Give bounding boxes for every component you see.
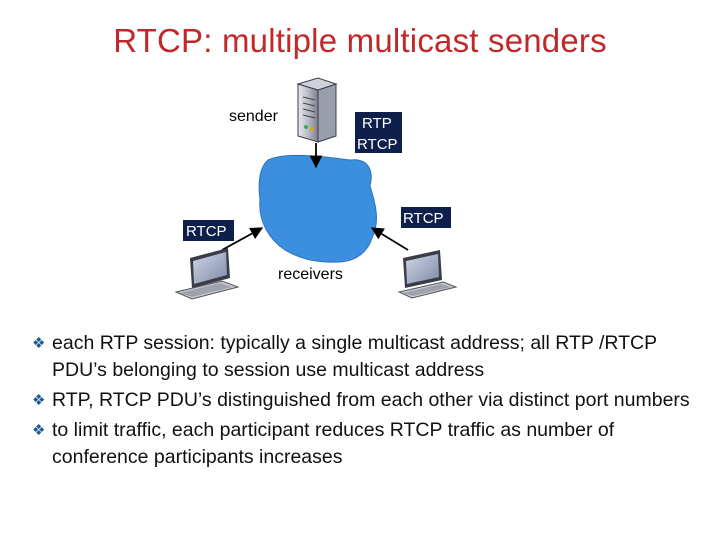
server-icon: [296, 77, 338, 143]
desktop-computer-icon: [397, 250, 458, 299]
right-receiver-arrow: [370, 227, 409, 251]
bullet-list: ❖ each RTP session: typically a single m…: [32, 330, 702, 474]
sender-label: sender: [229, 108, 279, 125]
receivers-label: receivers: [278, 266, 343, 283]
bullet-marker-icon: ❖: [32, 392, 46, 409]
rtp-label: RTP: [362, 115, 392, 132]
bullet-item: ❖ to limit traffic, each participant red…: [32, 417, 702, 471]
rtcp-label-left: RTCP: [186, 223, 227, 240]
bullet-item: ❖ RTP, RTCP PDU’s distinguished from eac…: [32, 387, 702, 414]
bullet-text: RTP, RTCP PDU’s distinguished from each …: [52, 389, 690, 411]
rtp-rtcp-label-box: RTP RTCP: [355, 112, 402, 153]
bullet-marker-icon: ❖: [32, 422, 46, 439]
rtcp-left-label-box: RTCP: [183, 220, 234, 241]
rtcp-right-label-box: RTCP: [401, 207, 451, 228]
rtcp-label-sender: RTCP: [357, 136, 398, 153]
bullet-text: each RTP session: typically a single mul…: [52, 332, 657, 381]
left-receiver-arrow: [221, 227, 264, 251]
bullet-item: ❖ each RTP session: typically a single m…: [32, 330, 702, 384]
multicast-diagram: sender RTP RTCP RTCP RTCP receivers: [174, 77, 458, 300]
rtcp-label-right: RTCP: [403, 210, 444, 227]
network-cloud-icon: [258, 154, 377, 263]
bullet-marker-icon: ❖: [32, 335, 46, 352]
desktop-computer-icon: [174, 248, 240, 300]
slide-title: RTCP: multiple multicast senders: [113, 22, 607, 59]
bullet-text: to limit traffic, each participant reduc…: [52, 419, 615, 468]
